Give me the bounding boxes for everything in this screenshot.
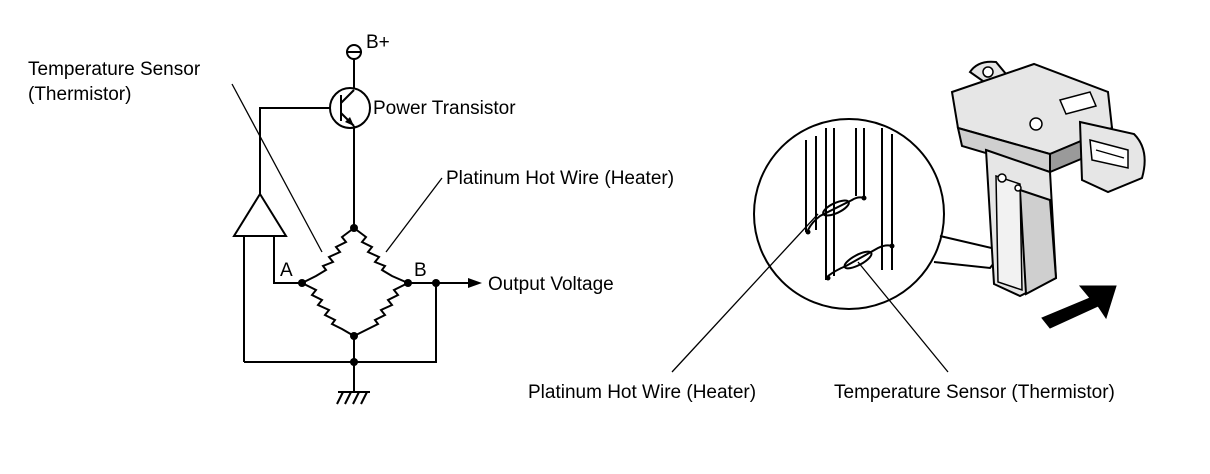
hotwire-label: Platinum Hot Wire (Heater) <box>446 168 674 189</box>
magnified-view <box>753 118 945 310</box>
sensor-housing <box>950 60 1146 298</box>
node-a-label: A <box>280 260 293 281</box>
node-b-label: B <box>414 260 427 281</box>
sensor-label-line2: (Thermistor) <box>28 84 131 105</box>
wheatstone-bridge <box>298 224 440 392</box>
view-hotwire-label: Platinum Hot Wire (Heater) <box>528 382 756 403</box>
output-label: Output Voltage <box>488 274 614 295</box>
bridge-circuit: B+ Power Transistor <box>28 32 674 405</box>
view-hotwire-leader-line <box>671 213 819 373</box>
power-transistor <box>329 87 371 228</box>
resistor-b-bottom <box>353 282 409 337</box>
hotwire-resistor <box>353 227 409 284</box>
airflow-arrow <box>1041 285 1117 329</box>
transistor-label: Power Transistor <box>373 98 516 119</box>
ground-rail <box>244 283 437 363</box>
sensor-illustration: Platinum Hot Wire (Heater) Temperature S… <box>528 60 1146 403</box>
hotwire-leader-line <box>385 177 443 253</box>
sensor-leader-line <box>231 83 323 253</box>
view-thermistor-label: Temperature Sensor (Thermistor) <box>834 382 1115 403</box>
base-wire <box>259 107 330 196</box>
ground-symbol <box>336 391 370 405</box>
supply-label: B+ <box>366 32 390 53</box>
sensor-label-line1: Temperature Sensor <box>28 59 201 80</box>
thermistor-resistor <box>301 227 355 284</box>
resistor-a-bottom <box>301 282 355 337</box>
view-thermistor-leader-line <box>857 261 949 373</box>
op-amp <box>232 192 302 362</box>
output-arrow <box>408 278 482 288</box>
supply-terminal <box>346 44 362 88</box>
